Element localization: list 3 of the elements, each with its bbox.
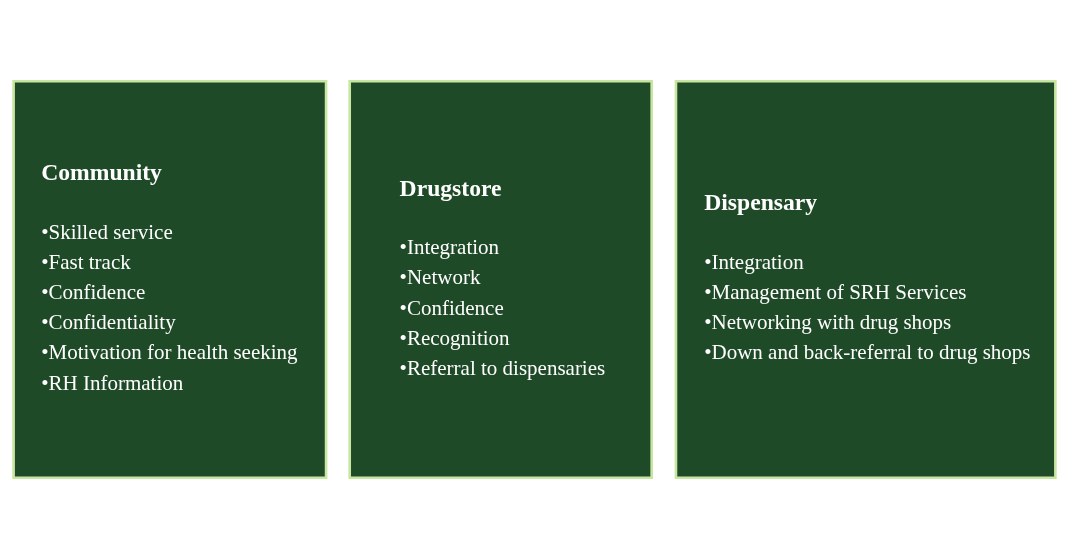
node-box: Community •Skilled service •Fast track •Confidence •Confidentiality •Motivation for health seeking •RH Information <box>12 79 328 479</box>
node-box: Drugstore •Integration •Network •Confidence •Recognition •Referral to dispensaries <box>348 79 653 479</box>
node-box: Dispensary •Integration •Management of SRH Services •Networking with drug shops •Down and back-referral to drug shops <box>674 79 1057 479</box>
